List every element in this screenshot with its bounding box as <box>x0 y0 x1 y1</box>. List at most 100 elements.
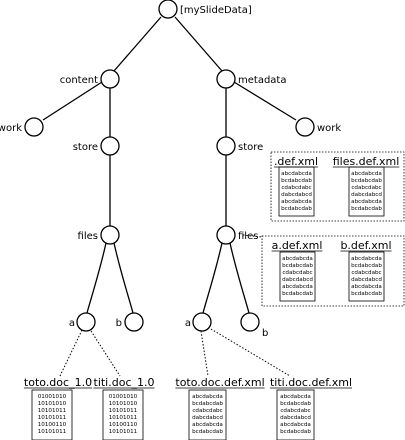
titi-def-line: abcdabcda <box>280 422 311 428</box>
b-def-xml-line: bcdabcdab <box>351 291 382 297</box>
content-node <box>100 69 120 89</box>
toto-doc-line: 10101011 <box>38 429 67 435</box>
b-def-xml-line: cdabcdabc <box>351 270 381 276</box>
b-label-right: b <box>262 328 268 339</box>
titi-doc-line: 10101010 <box>109 401 138 407</box>
work-label-right: work <box>317 123 341 134</box>
work-label-left: work <box>0 123 22 134</box>
store-def-panel-border <box>270 151 405 222</box>
store-node-left <box>100 136 120 156</box>
titi-doc-title: titi.doc_1.0 <box>94 376 155 389</box>
b-def-xml-line: dabcdabcd <box>351 277 382 283</box>
root-node <box>158 0 178 19</box>
metadata-node <box>216 69 236 89</box>
titi-def-line: bcdabcdab <box>280 401 311 407</box>
a-def-xml-document: a.def.xml abcdabcda bcdabcdab cdabcdabc … <box>271 239 323 302</box>
edge-files-a-right <box>202 242 223 314</box>
toto-def-document: toto.doc.def.xml abcdabcda bcdabcdab cda… <box>175 376 265 440</box>
toto-doc-line: 10101011 <box>38 408 67 414</box>
a-node-left <box>76 312 96 332</box>
titi-def-line: bcdabcdab <box>280 429 311 435</box>
store-def-panel: .def.xml abcdabcda bcdabcdab cdabcdabc d… <box>270 151 405 222</box>
store-node-right <box>216 136 236 156</box>
store-label-left: store <box>73 142 98 153</box>
dotted-link-a-titi-def <box>210 328 291 377</box>
root-label: [mySlideData] <box>180 5 252 16</box>
metadata-label: metadata <box>238 75 286 86</box>
dotted-link-a-titi-doc <box>90 330 121 377</box>
titi-doc-line: 10100110 <box>109 422 138 428</box>
edge-files-b-left <box>113 242 134 314</box>
tree-edges <box>42 16 297 377</box>
toto-doc-line: 10101010 <box>38 401 67 407</box>
b-def-xml-line: bcdabcdab <box>351 263 382 269</box>
edge-files-a-left <box>86 242 107 314</box>
files-node-left <box>100 225 120 245</box>
toto-doc-line: 10100110 <box>38 422 67 428</box>
files-node-right <box>216 225 236 245</box>
dotted-link-a-toto-def <box>200 330 209 377</box>
a-def-xml-line: bcdabcdab <box>282 263 313 269</box>
def-xml-line: dabcdabcd <box>281 192 312 198</box>
toto-doc-line: 01001010 <box>38 394 67 400</box>
titi-doc-line: 01001010 <box>109 394 138 400</box>
tree-nodes <box>24 0 315 332</box>
a-node-right <box>192 312 212 332</box>
files-def-xml-line: abcdabcda <box>351 199 382 205</box>
a-label-right: a <box>185 318 191 329</box>
content-label: content <box>60 75 98 86</box>
edge-content-work <box>42 81 103 121</box>
titi-def-line: abcdabcda <box>280 394 311 400</box>
titi-def-line: dabcdabcd <box>280 415 311 421</box>
toto-def-line: cdabcdabc <box>192 408 222 414</box>
edge-metadata-work <box>233 81 297 121</box>
titi-def-line: cdabcdabc <box>280 408 310 414</box>
a-label-left: a <box>69 318 75 329</box>
toto-doc-box <box>31 389 73 440</box>
work-node-right <box>295 117 315 137</box>
files-def-xml-document: files.def.xml abcdabcda bcdabcdab cdabcd… <box>332 155 400 217</box>
def-xml-line: bcdabcdab <box>281 206 312 212</box>
a-def-xml-box <box>279 251 316 302</box>
titi-def-document: titi.doc.def.xml abcdabcda bcdabcdab cda… <box>269 376 353 440</box>
edge-root-content <box>113 16 162 72</box>
toto-def-line: bcdabcdab <box>192 401 223 407</box>
titi-doc-line: 10101011 <box>109 408 138 414</box>
work-node-left <box>24 117 44 137</box>
files-def-xml-line: abcdabcda <box>351 171 382 177</box>
b-def-xml-box <box>348 251 385 302</box>
titi-def-title: titi.doc.def.xml <box>270 376 352 389</box>
files-def-xml-title: files.def.xml <box>333 155 400 168</box>
b-node-right <box>240 312 260 332</box>
def-xml-box <box>278 166 315 217</box>
files-def-xml-box <box>348 166 385 217</box>
toto-doc-title: toto.doc_1.0 <box>24 376 92 389</box>
files-label-right: files <box>238 231 258 242</box>
b-def-xml-line: abcdabcda <box>351 256 382 262</box>
toto-def-line: abcdabcda <box>192 422 223 428</box>
titi-def-box <box>276 389 315 440</box>
a-def-xml-line: abcdabcda <box>282 284 313 290</box>
a-def-xml-line: bcdabcdab <box>282 291 313 297</box>
a-def-xml-line: dabcdabcd <box>282 277 313 283</box>
toto-def-title: toto.doc.def.xml <box>175 376 264 389</box>
leaf-documents: toto.doc_1.0 01001010 10101010 10101011 … <box>23 376 353 440</box>
files-def-xml-line: dabcdabcd <box>351 192 382 198</box>
def-xml-title: .def.xml <box>274 155 318 168</box>
toto-def-line: dabcdabcd <box>192 415 223 421</box>
titi-doc-line: 10101011 <box>109 429 138 435</box>
store-label-right: store <box>238 142 263 153</box>
files-def-xml-line: cdabcdabc <box>351 185 381 191</box>
a-def-xml-title: a.def.xml <box>272 239 323 252</box>
def-xml-line: abcdabcda <box>281 199 312 205</box>
def-xml-line: bcdabcdab <box>281 178 312 184</box>
b-def-xml-line: abcdabcda <box>351 284 382 290</box>
toto-def-line: bcdabcdab <box>192 429 223 435</box>
titi-doc-document: titi.doc_1.0 01001010 10101010 10101011 … <box>93 376 155 440</box>
toto-doc-line: 10101011 <box>38 415 67 421</box>
a-def-xml-line: cdabcdabc <box>282 270 312 276</box>
b-node-left <box>124 312 144 332</box>
files-def-xml-line: bcdabcdab <box>351 178 382 184</box>
files-def-panel-border <box>261 235 405 307</box>
def-xml-line: cdabcdabc <box>281 185 311 191</box>
